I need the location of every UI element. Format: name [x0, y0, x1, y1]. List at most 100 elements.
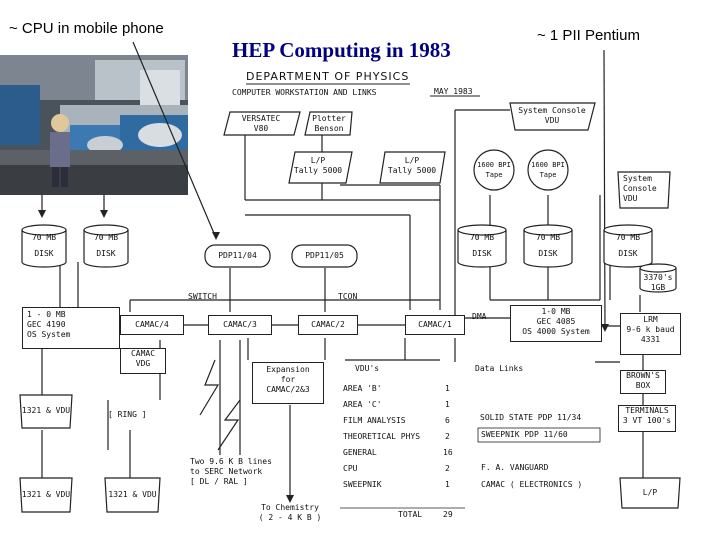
vdu-row: SWEEPNIK 1 — [343, 480, 463, 496]
tape-2-type: Tape — [528, 170, 568, 180]
vdu-row: AREA 'C'1 — [343, 400, 463, 416]
switch-label: SWITCH — [188, 292, 217, 302]
vdu-row-name: CPU — [343, 464, 357, 474]
lp-bottom-right: L/P — [620, 488, 680, 498]
vdu-row-name: FILM ANALYSIS — [343, 416, 406, 426]
disk-4: 70 MB DISK — [524, 233, 572, 259]
tape-1-box: 1600 BPI Tape — [474, 160, 514, 180]
terminals-box: TERMINALS 3 VT 100's — [618, 405, 676, 432]
serc-lines-line1: Two 9.6 K B lines — [190, 457, 272, 467]
serc-lines-line3: [ DL / RAL ] — [190, 477, 272, 487]
serc-lines-line2: to SERC Network — [190, 467, 272, 477]
lp-tally-2-box: L/P Tally 5000 — [382, 156, 442, 176]
terminals-line1: TERMINALS — [619, 406, 675, 416]
camac-2-box: CAMAC/2 — [298, 315, 358, 335]
system-console-top-type: VDU — [512, 116, 592, 126]
disk-1-size: 70 MB — [22, 233, 66, 243]
versatec-name: VERSATEC — [228, 114, 294, 124]
plotter-name: Plotter — [308, 114, 350, 124]
total-label: TOTAL — [398, 510, 422, 520]
pdp-11-04: PDP11/04 — [205, 251, 270, 261]
disk-3: 70 MB DISK — [458, 233, 506, 259]
vdu-row: THEORETICAL PHYS 2 — [343, 432, 463, 448]
vdu-row: AREA 'B' 1 — [343, 384, 463, 400]
lrm-name: LRM — [623, 315, 678, 325]
camac-4-box: CAMAC/4 — [120, 315, 184, 335]
serc-lines-label: Two 9.6 K B lines to SERC Network [ DL /… — [190, 457, 272, 487]
vdu-2: 1321 & VDU — [20, 490, 72, 500]
disk-5: 70 MB DISK — [604, 233, 652, 259]
vdu-row-count: 2 — [445, 432, 450, 442]
chemistry-line2: ( 2 - 4 K B ) — [258, 513, 322, 523]
dma-label: DMA — [472, 312, 486, 322]
vdu-row-name: AREA 'B' — [343, 384, 382, 394]
disk-1: 70 MB DISK — [22, 233, 66, 259]
gec-4085-model: GEC 4085 — [514, 317, 598, 327]
disk-3-label: DISK — [458, 249, 506, 259]
expansion-line2: for — [253, 375, 323, 385]
sweepnik-pdp-label: SWEEPNIK PDP 11/60 — [481, 430, 568, 440]
gec-4190-memory: 1 - 0 MB — [27, 310, 115, 320]
vdu-row-count: 6 — [445, 416, 450, 426]
vdu-row-count: 1 — [445, 384, 450, 394]
disk-2-size: 70 MB — [84, 233, 128, 243]
system-console-top-box: System Console VDU — [512, 106, 592, 126]
vdu-row-name: SWEEPNIK — [343, 480, 382, 490]
camac-vdg-line2: VDG — [121, 359, 165, 369]
total-value: 29 — [443, 510, 453, 520]
camac-vdg-line1: CAMAC — [121, 349, 165, 359]
vdus-label: VDU's — [355, 364, 379, 374]
vdu-row-name: THEORETICAL PHYS — [343, 432, 420, 442]
lrm-speed: 9-6 k baud — [623, 325, 678, 335]
camac-vdg-box: CAMAC VDG — [120, 348, 166, 374]
chemistry-label: To Chemistry ( 2 - 4 K B ) — [258, 503, 322, 523]
vdu-row-name: GENERAL — [343, 448, 377, 458]
disk-3370-model: 3370's — [640, 273, 676, 283]
diagram-date: MAY 1983 — [434, 87, 473, 97]
vdu-1: 1321 & VDU — [20, 406, 72, 416]
system-console-right-line2: Console — [623, 184, 657, 194]
disk-4-size: 70 MB — [524, 233, 572, 243]
system-console-top-name: System Console — [512, 106, 592, 116]
plotter-model: Benson — [308, 124, 350, 134]
chemistry-line1: To Chemistry — [258, 503, 322, 513]
solid-state-label: SOLID STATE PDP 11/34 — [480, 413, 581, 423]
vdu-table: AREA 'B' 1 AREA 'C'1 FILM ANALYSIS 6 THEOR… — [343, 384, 463, 496]
gec-4190-box: 1 - 0 MB GEC 4190 OS System — [22, 307, 120, 349]
disk-3-size: 70 MB — [458, 233, 506, 243]
versatec-model: V80 — [228, 124, 294, 134]
tape-1-density: 1600 BPI — [474, 160, 514, 170]
disk-3370: 3370's 1GB — [640, 273, 676, 293]
ring-label: [ RING ] — [108, 410, 147, 420]
expansion-box: Expansion for CAMAC/2&3 — [252, 362, 324, 404]
gec-4190-os: OS System — [27, 330, 115, 340]
disk-3370-size: 1GB — [640, 283, 676, 293]
gec-4085-os: OS 4000 System — [514, 327, 598, 337]
gec-4190-model: GEC 4190 — [27, 320, 115, 330]
vdu-row-count: 1 — [445, 480, 450, 490]
lp-tally-2-model: Tally 5000 — [382, 166, 442, 176]
gec-4085-memory: 1-0 MB — [514, 307, 598, 317]
lrm-model: 4331 — [623, 335, 678, 345]
disk-5-size: 70 MB — [604, 233, 652, 243]
system-console-right-line1: System — [623, 174, 657, 184]
disk-2: 70 MB DISK — [84, 233, 128, 259]
disk-4-label: DISK — [524, 249, 572, 259]
lp-tally-2-name: L/P — [382, 156, 442, 166]
browns-line2: BOX — [621, 381, 665, 391]
tape-1-type: Tape — [474, 170, 514, 180]
vdu-row: GENERAL 16 — [343, 448, 463, 464]
browns-box: BROWN'S BOX — [620, 370, 666, 394]
lrm-box: LRM 9-6 k baud 4331 — [620, 313, 681, 355]
vdu-row-count: 16 — [443, 448, 453, 458]
expansion-line1: Expansion — [253, 365, 323, 375]
vdu-row: FILM ANALYSIS 6 — [343, 416, 463, 432]
lp-tally-1-name: L/P — [290, 156, 346, 166]
tape-2-density: 1600 BPI — [528, 160, 568, 170]
camac-1-box: CAMAC/1 — [405, 315, 465, 335]
camac-3-box: CAMAC/3 — [208, 315, 272, 335]
vdu-3: 1321 & VDU — [105, 490, 160, 500]
diagram-heading: DEPARTMENT OF PHYSICS — [246, 72, 409, 82]
